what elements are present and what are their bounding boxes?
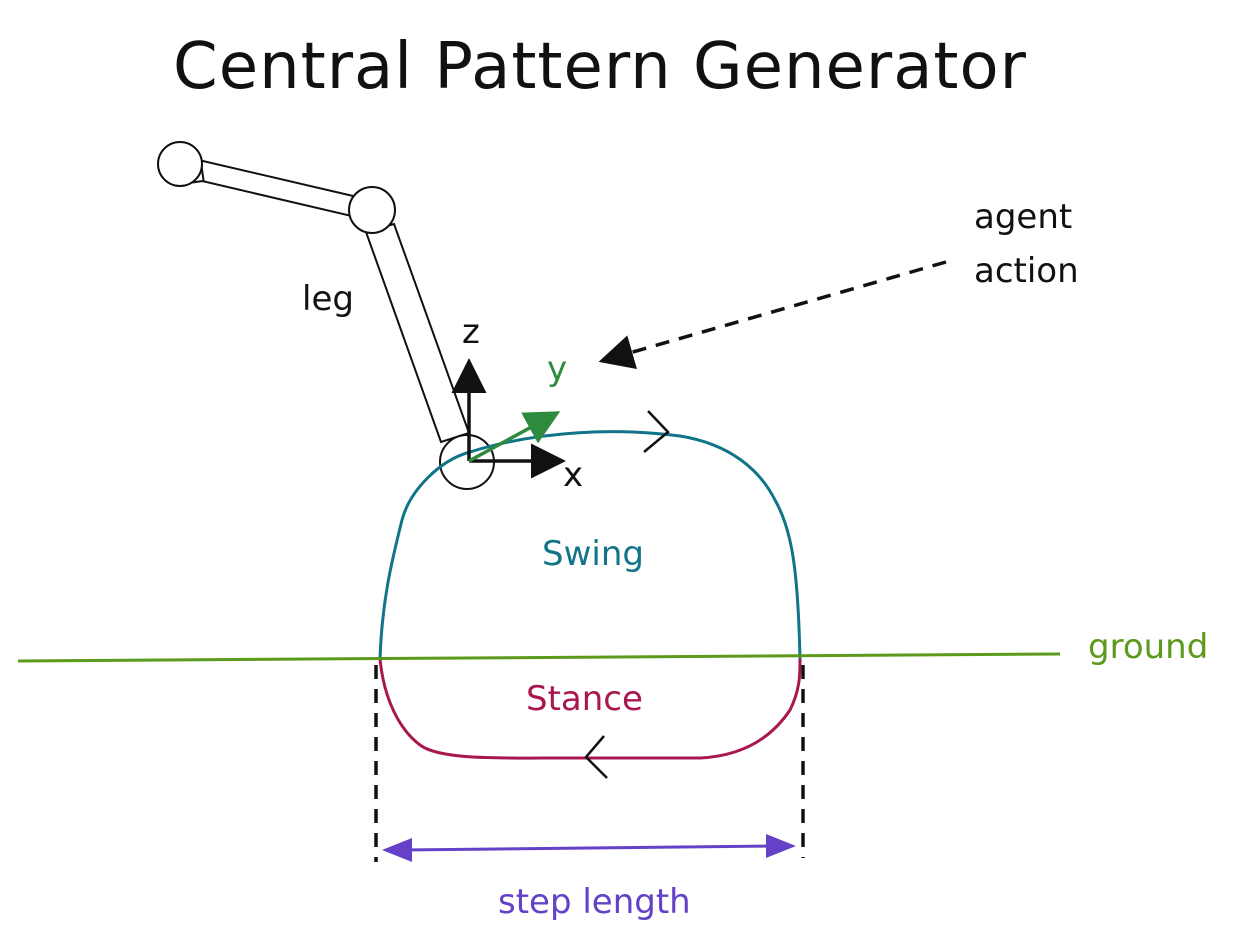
- leg-label: leg: [302, 279, 354, 319]
- stance-direction-icon: [584, 735, 608, 779]
- stance-trajectory: [378, 658, 802, 760]
- z-axis-label: z: [462, 312, 480, 352]
- y-axis-label: y: [547, 349, 567, 389]
- agent-action-arrow: [598, 260, 947, 370]
- stance-label: Stance: [526, 679, 643, 719]
- diagram-title: Central Pattern Generator: [173, 30, 1027, 104]
- ground-label: ground: [1088, 627, 1208, 667]
- agent-action-label-line1: agent: [974, 197, 1072, 237]
- step-length-arrow: [382, 834, 796, 862]
- hip-joint: [157, 141, 203, 187]
- lower-leg-segment: [364, 222, 471, 444]
- swing-trajectory: [378, 430, 802, 660]
- agent-action-label-line2: action: [974, 251, 1079, 291]
- ground-line: [17, 652, 1061, 663]
- step-length-label: step length: [498, 882, 691, 922]
- x-axis-label: x: [563, 455, 583, 495]
- foot-frame: [451, 358, 566, 479]
- upper-leg-segment: [183, 156, 368, 220]
- swing-direction-icon: [643, 410, 670, 453]
- swing-label: Swing: [542, 534, 644, 574]
- knee-joint: [348, 186, 396, 234]
- y-axis-arrow: [468, 411, 561, 463]
